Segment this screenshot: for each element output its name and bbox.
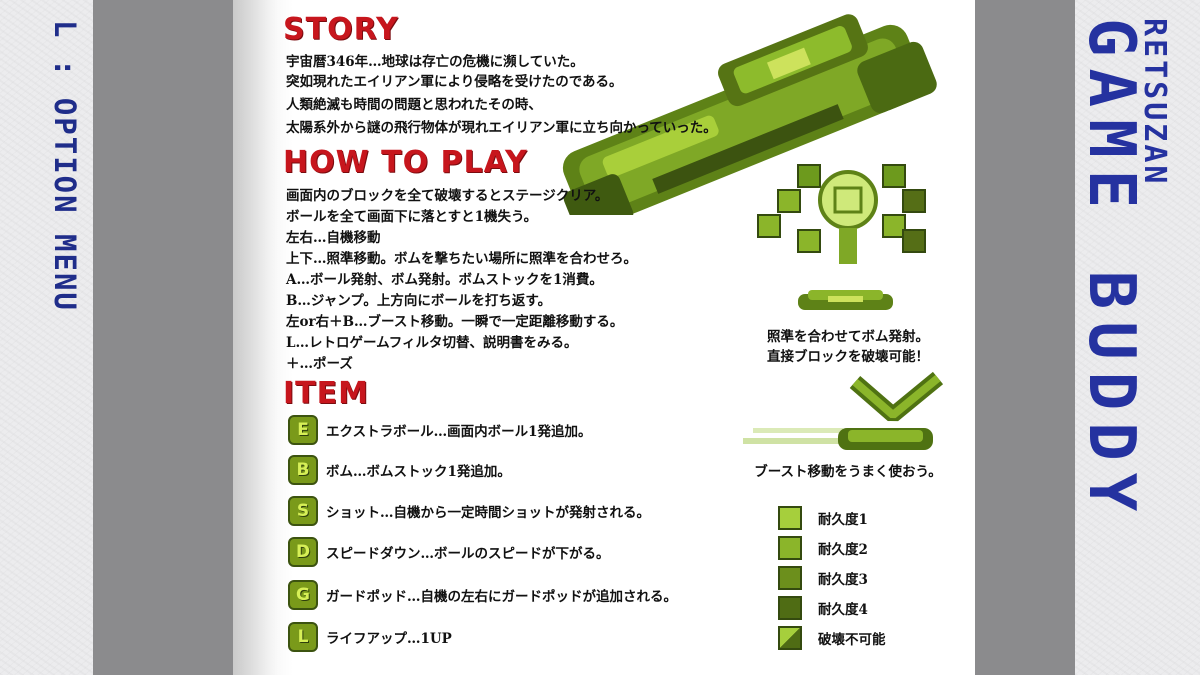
right-bezel [975,0,1075,675]
item-entry: G ガードポッド…自機の左右にガードポッドが追加される。 [288,580,677,610]
left-bezel [93,0,233,675]
story-line: 突如現れたエイリアン軍により侵略を受けたのである。 [286,74,623,90]
right-frame [1075,0,1200,675]
brand-main: GAME BUDDY [1074,18,1148,618]
brand-main-label: GAME BUDDY [1074,18,1148,524]
how-to-play-line: ボールを全て画面下に落とすと1機失う。 [286,209,538,225]
how-to-play-line: A…ボール発射、ボム発射。ボムストックを1消費。 [286,272,603,288]
item-description: エクストラボール…画面内ボール1発追加。 [326,424,592,440]
durability-row: 耐久度4 [778,595,868,621]
durability-row: 破壊不可能 [778,625,886,651]
item-description: ボム…ボムストック1発追加。 [326,464,511,480]
durability-label: 耐久度3 [818,572,868,588]
durability-label: 耐久度2 [818,542,868,558]
story-line: 宇宙暦346年…地球は存亡の危機に瀕していた。 [286,54,584,70]
manual-page: STORY 宇宙暦346年…地球は存亡の危機に瀕していた。 突如現れたエイリアン… [233,0,975,675]
how-to-play-line: 上下…照準移動。ボムを撃ちたい場所に照準を合わせろ。 [286,251,637,267]
durability-label: 耐久度4 [818,602,868,618]
item-heading: ITEM [283,376,369,411]
item-entry: E エクストラボール…画面内ボール1発追加。 [288,415,592,445]
how-to-play-line: 画面内のブロックを全て破壊するとステージクリア。 [286,188,609,204]
boost-caption: ブースト移動をうまく使おう。 [754,464,942,480]
how-to-play-line: L…レトロゲームフィルタ切替、説明書をみる。 [286,335,578,351]
item-description: ライフアップ…1UP [326,631,452,647]
how-to-play-line: B…ジャンプ。上方向にボールを打ち返す。 [286,293,552,309]
durability-label: 耐久度1 [818,512,868,528]
item-description: ショット…自機から一定時間ショットが発射される。 [326,505,650,521]
bomb-caption-line1: 照準を合わせてボム発射。 [767,329,929,345]
item-description: ガードポッド…自機の左右にガードポッドが追加される。 [326,589,677,605]
shot-icon: S [288,496,318,526]
durability-block-icon [778,506,802,530]
durability-row: 耐久度2 [778,535,868,561]
page-shadow [233,0,278,675]
bomb-target-illustration [757,164,926,264]
boost-illustration [743,371,943,450]
story-heading: STORY [283,12,399,47]
durability-block-icon [778,536,802,560]
life-up-icon: L [288,622,318,652]
bomb-icon: B [288,455,318,485]
guard-pod-icon: G [288,580,318,610]
durability-block-icon [778,566,802,590]
durability-row: 耐久度1 [778,505,868,531]
how-to-play-line: 左or右＋B…ブースト移動。一瞬で一定距離移動する。 [286,314,624,330]
option-menu-label: L : OPTION MENU [48,20,82,312]
how-to-play-line: 左右…自機移動 [286,230,381,246]
story-line: 太陽系外から謎の飛行物体が現れエイリアン軍に立ち向かっていった。 [286,120,717,136]
indestructible-block-icon [778,626,802,650]
bomb-caption-line2: 直接ブロックを破壊可能！ [767,349,929,365]
how-to-play-line: ＋…ポーズ [286,356,353,372]
durability-row: 耐久度3 [778,565,868,591]
option-menu-hint: L : OPTION MENU [40,20,90,340]
player-ship-illustration [562,14,937,215]
item-entry: L ライフアップ…1UP [288,622,452,652]
paddle-ship-icon [798,290,893,310]
item-description: スピードダウン…ボールのスピードが下がる。 [326,546,610,562]
speed-down-icon: D [288,537,318,567]
story-line: 人類絶滅も時間の問題と思われたその時、 [286,97,542,113]
extra-ball-icon: E [288,415,318,445]
durability-label: 破壊不可能 [818,632,886,648]
item-entry: S ショット…自機から一定時間ショットが発射される。 [288,496,650,526]
durability-block-icon [778,596,802,620]
item-entry: B ボム…ボムストック1発追加。 [288,455,511,485]
how-to-play-heading: HOW TO PLAY [283,145,528,180]
left-frame [0,0,93,675]
item-entry: D スピードダウン…ボールのスピードが下がる。 [288,537,610,567]
